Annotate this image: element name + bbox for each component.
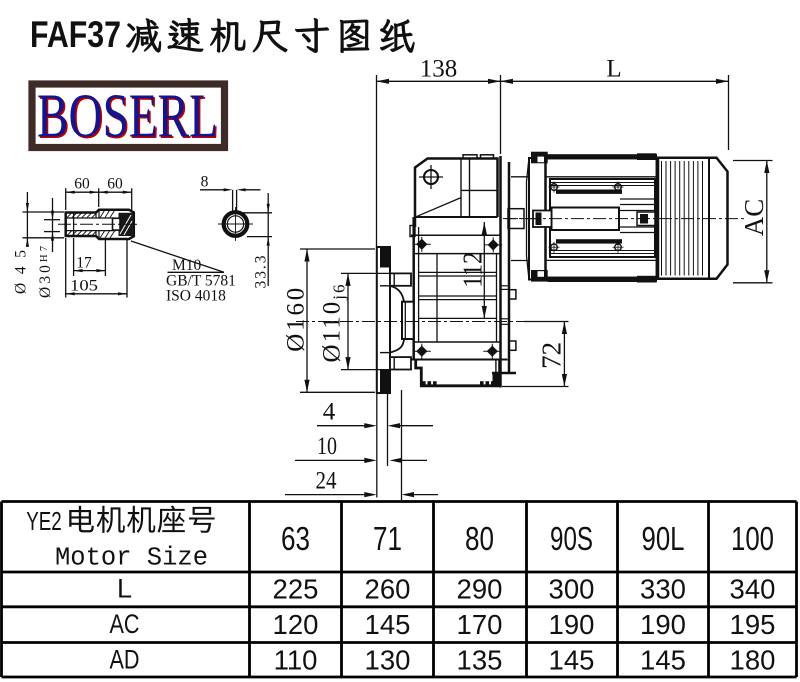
svg-text:GB/T 5781: GB/T 5781: [166, 273, 236, 290]
svg-text:M10: M10: [172, 257, 202, 274]
svg-text:130: 130: [365, 645, 411, 676]
svg-text:290: 290: [457, 574, 503, 605]
svg-text:4: 4: [323, 399, 336, 426]
svg-text:8: 8: [201, 174, 209, 191]
svg-text:135: 135: [457, 645, 503, 676]
svg-text:ISO 4018: ISO 4018: [166, 288, 226, 305]
svg-text:180: 180: [730, 645, 776, 676]
svg-text:Ø45: Ø45: [13, 250, 30, 294]
svg-text:10: 10: [317, 433, 337, 460]
svg-text:BOSERL: BOSERL: [37, 83, 218, 151]
svg-text:90S: 90S: [550, 520, 593, 557]
svg-text:105: 105: [70, 278, 98, 295]
svg-text:90L: 90L: [642, 520, 685, 557]
svg-text:195: 195: [730, 609, 776, 640]
svg-text:71: 71: [373, 520, 402, 557]
svg-text:L: L: [606, 56, 621, 83]
svg-text:112: 112: [458, 252, 488, 288]
svg-text:AC: AC: [110, 609, 140, 639]
svg-text:60: 60: [74, 176, 90, 193]
svg-text:60: 60: [107, 176, 123, 193]
svg-text:17: 17: [76, 255, 92, 272]
svg-text:225: 225: [273, 574, 319, 605]
svg-text:190: 190: [549, 609, 595, 640]
svg-text:AC: AC: [739, 199, 769, 237]
svg-text:170: 170: [457, 609, 503, 640]
svg-text:L: L: [117, 574, 132, 604]
svg-text:300: 300: [549, 574, 595, 605]
svg-text:110: 110: [274, 645, 318, 676]
svg-text:Ø160: Ø160: [282, 288, 309, 352]
svg-text:138: 138: [420, 56, 458, 83]
svg-text:Ø30H7: Ø30H7: [37, 246, 54, 298]
svg-text:63: 63: [281, 520, 310, 557]
svg-text:330: 330: [640, 574, 686, 605]
svg-text:Ø110j6: Ø110j6: [319, 285, 349, 363]
svg-text:80: 80: [465, 520, 494, 557]
svg-text:YE2: YE2: [26, 506, 62, 536]
svg-text:FAF37: FAF37: [30, 14, 121, 55]
svg-text:120: 120: [273, 609, 319, 640]
svg-text:260: 260: [365, 574, 411, 605]
svg-text:340: 340: [730, 574, 776, 605]
svg-text:AD: AD: [110, 645, 140, 675]
svg-text:72: 72: [536, 342, 566, 369]
svg-text:BOSERL: BOSERL: [39, 84, 220, 152]
svg-text:190: 190: [640, 609, 686, 640]
svg-text:24: 24: [316, 468, 337, 495]
svg-text:145: 145: [640, 645, 686, 676]
svg-text:100: 100: [731, 520, 774, 557]
svg-text:145: 145: [549, 645, 595, 676]
svg-text:Motor Size: Motor Size: [55, 544, 208, 573]
svg-text:33.3: 33.3: [253, 255, 270, 288]
svg-text:145: 145: [365, 609, 411, 640]
